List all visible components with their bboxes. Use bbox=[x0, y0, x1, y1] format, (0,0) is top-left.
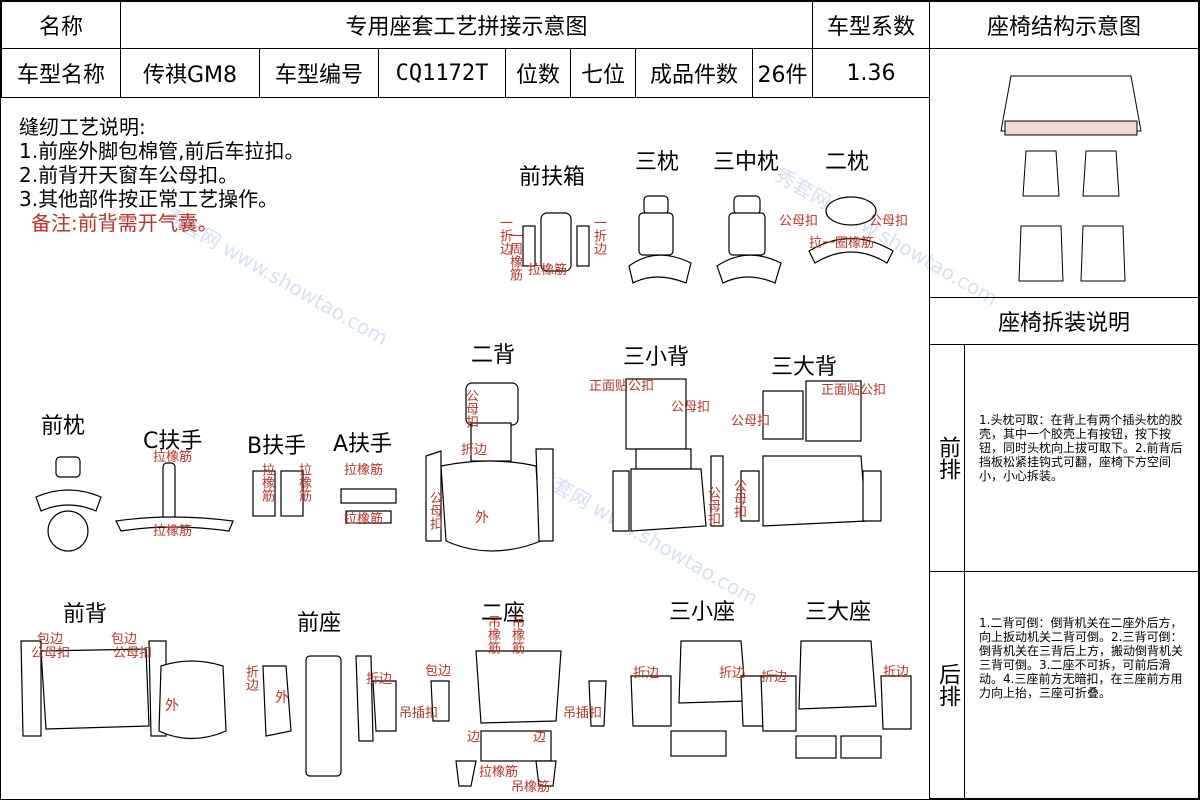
label-front-back: 前背 bbox=[63, 602, 108, 627]
notes-item: 2.前背开天窗车公母扣。 bbox=[19, 163, 239, 187]
annotation: 拉橡筋 bbox=[259, 463, 274, 502]
annotation: 拉橡筋 bbox=[528, 263, 568, 278]
annotation: 外 bbox=[475, 510, 489, 526]
annotation: 包边 bbox=[111, 632, 138, 647]
annotation: 正面贴公扣 bbox=[589, 379, 655, 394]
seat-structure-drawing bbox=[1000, 75, 1142, 282]
front-row-text: 1.头枕可取：在背上有两个插头枕的胶壳，其中一个胶壳上有按钮，按下按钮，同时头枕… bbox=[979, 413, 1183, 483]
annotation: 吊橡筋 bbox=[509, 615, 524, 654]
annotation: 拉橡筋 bbox=[153, 450, 193, 465]
label-third-pillow: 三枕 bbox=[635, 150, 680, 175]
annotation: 包边 bbox=[37, 632, 64, 647]
pieces-value: 26件 bbox=[752, 48, 813, 98]
disassembly-title: 座椅拆装说明 bbox=[929, 297, 1199, 345]
notes-title: 缝纫工艺说明: bbox=[19, 115, 146, 139]
notes-item: 1.前座外脚包棉管,前后车拉扣。 bbox=[19, 139, 305, 163]
notes-remark: 备注:前背需开气囊。 bbox=[31, 211, 218, 235]
annotation: 吊橡筋 bbox=[485, 615, 500, 654]
label-third-big-seat: 三大座 bbox=[805, 600, 872, 625]
seats-label: 位数 bbox=[505, 48, 571, 98]
annotation: 边 bbox=[533, 730, 547, 745]
annotation: 拉一圈橡筋 bbox=[809, 236, 875, 251]
annotation: 拉橡筋 bbox=[344, 512, 384, 527]
annotation: 正面贴公扣 bbox=[821, 383, 887, 398]
label-second-pillow: 二枕 bbox=[825, 150, 870, 175]
sewing-notes: 缝纫工艺说明: 1.前座外脚包棉管,前后车拉扣。 2.前背开天窗车公母扣。 3.… bbox=[19, 115, 304, 235]
annotation: 公母扣 bbox=[113, 646, 153, 661]
annotation: 公母扣 bbox=[731, 479, 746, 518]
annotation: 拉橡筋 bbox=[296, 463, 311, 502]
annotation: 折边 bbox=[366, 672, 393, 687]
label-c-arm: C扶手 bbox=[143, 429, 203, 454]
annotation: 折边 bbox=[461, 443, 488, 458]
label-third-small-seat: 三小座 bbox=[669, 600, 736, 625]
annotation: 折边 bbox=[633, 666, 660, 681]
annotation: 拉橡筋 bbox=[344, 463, 384, 478]
annotation: 公母扣 bbox=[463, 389, 478, 428]
annotation: 边 bbox=[467, 730, 481, 745]
rear-row-panel bbox=[964, 571, 1199, 799]
annotation: 外 bbox=[275, 690, 289, 706]
annotation: 折边 bbox=[719, 666, 746, 681]
pieces-label: 成品件数 bbox=[635, 48, 753, 98]
annotation: 一周橡筋 bbox=[507, 229, 522, 281]
annotation: 公母扣 bbox=[427, 491, 442, 530]
annotation: 折边 bbox=[883, 665, 910, 680]
structure-title: 座椅结构示意图 bbox=[929, 1, 1199, 49]
code-label: 车型编号 bbox=[259, 48, 379, 98]
coef-label: 车型系数 bbox=[812, 1, 930, 49]
label-front-armbox: 前扶箱 bbox=[519, 165, 586, 190]
code-value: CQ1172T bbox=[378, 48, 506, 98]
label-front-seat: 前座 bbox=[297, 611, 342, 636]
annotation: 公母扣 bbox=[671, 400, 711, 415]
model-value: 传祺GM8 bbox=[120, 48, 260, 98]
annotation: 折边 bbox=[761, 670, 788, 685]
rear-row-label: 后排 bbox=[929, 571, 965, 799]
annotation: 吊插扣 bbox=[563, 706, 603, 721]
annotation: 公母扣 bbox=[779, 214, 819, 229]
label-third-big-back: 三大背 bbox=[771, 355, 838, 380]
pattern-pieces bbox=[20, 195, 912, 787]
annotation: 公母扣 bbox=[731, 414, 771, 429]
annotation: 吊插扣 bbox=[399, 706, 439, 721]
annotation: 公母扣 bbox=[31, 646, 71, 661]
seats-value: 七位 bbox=[570, 48, 636, 98]
annotation: 吊橡筋 bbox=[511, 780, 551, 795]
annotation: 拉橡筋 bbox=[153, 524, 193, 539]
notes-item: 3.其他部件按正常工艺操作。 bbox=[19, 187, 279, 211]
annotation: 公母扣 bbox=[869, 214, 909, 229]
label-third-mid-pillow: 三中枕 bbox=[713, 150, 780, 175]
annotation: 外 bbox=[165, 698, 179, 714]
annotation: 公母扣 bbox=[705, 486, 720, 525]
rear-row-text: 1.二背可倒：倒背机关在二座外后方，向上扳动机关二背可倒。2.三背可倒：倒背机关… bbox=[979, 616, 1184, 700]
label-front-pillow: 前枕 bbox=[41, 414, 86, 439]
annotation: 折边 bbox=[243, 665, 258, 691]
annotation: 一折边 bbox=[497, 216, 512, 255]
label-b-arm: B扶手 bbox=[247, 434, 307, 459]
label-a-arm: A扶手 bbox=[333, 432, 393, 457]
label-second-back: 二背 bbox=[471, 343, 516, 368]
annotation: 拉橡筋 bbox=[479, 765, 519, 780]
label-second-seat: 二座 bbox=[481, 601, 526, 626]
annotation: 一折边 bbox=[591, 216, 606, 255]
label-third-small-back: 三小背 bbox=[623, 345, 690, 370]
annotation: 包边 bbox=[425, 664, 452, 679]
front-row-label: 前排 bbox=[929, 344, 965, 572]
